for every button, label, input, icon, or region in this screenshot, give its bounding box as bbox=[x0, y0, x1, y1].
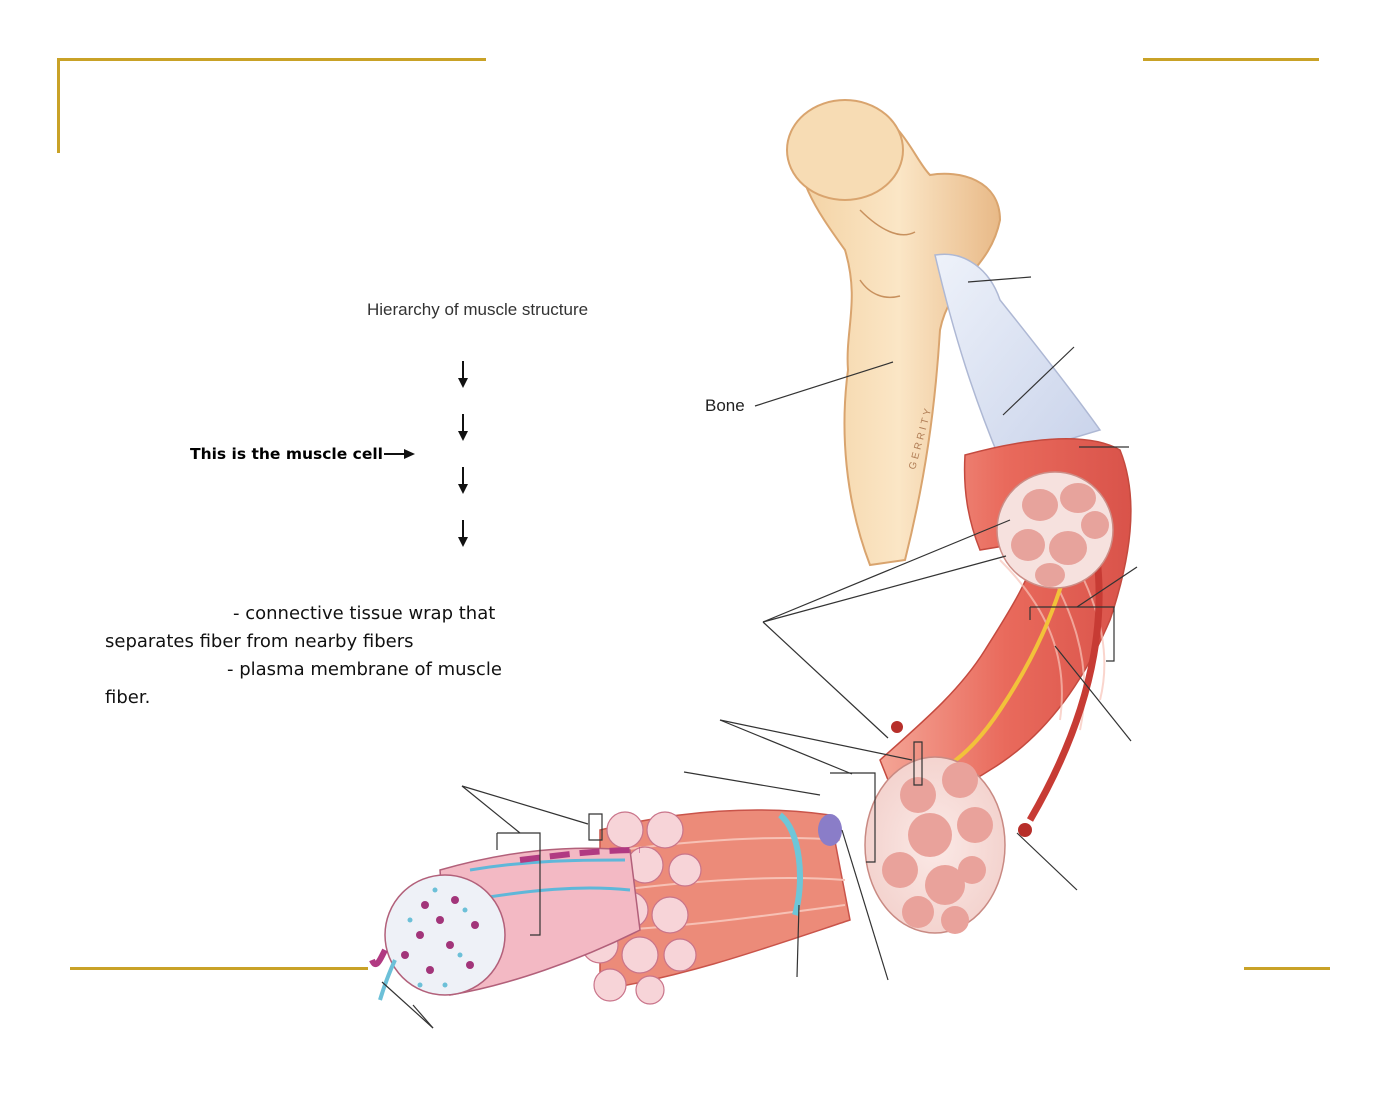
endomysium-definition-line2: separates fiber from nearby fibers bbox=[105, 631, 414, 652]
frame-rule-bottom-left bbox=[70, 967, 368, 970]
femur-bone: GERRITY bbox=[786, 99, 1002, 567]
fascicle-cross-section bbox=[864, 756, 1006, 934]
endomysium-definition: - connective tissue wrap that separates … bbox=[105, 600, 535, 656]
frame-rule-top-left bbox=[57, 58, 486, 61]
hierarchy-arrows bbox=[384, 361, 468, 547]
endomysium-definition-line1: - connective tissue wrap that bbox=[233, 603, 496, 624]
leader-lines bbox=[381, 276, 1138, 1029]
sarcolemma-definition: - plasma membrane of muscle fiber. bbox=[105, 656, 535, 712]
tendon bbox=[934, 253, 1102, 461]
diagram-brackets bbox=[496, 606, 1115, 936]
bone-label: Bone bbox=[705, 396, 745, 415]
frame-rule-left-vertical bbox=[57, 58, 60, 153]
muscle-cross-section bbox=[996, 471, 1114, 589]
sarcolemma-definition-line1: - plasma membrane of muscle bbox=[227, 659, 502, 680]
muscle-cell-label: This is the muscle cell bbox=[190, 445, 383, 463]
sarcolemma-definition-line2: fiber. bbox=[105, 687, 151, 708]
frame-rule-top-right bbox=[1143, 58, 1319, 61]
hierarchy-title: Hierarchy of muscle structure bbox=[367, 300, 589, 319]
frame-rule-bottom-right bbox=[1244, 967, 1330, 970]
